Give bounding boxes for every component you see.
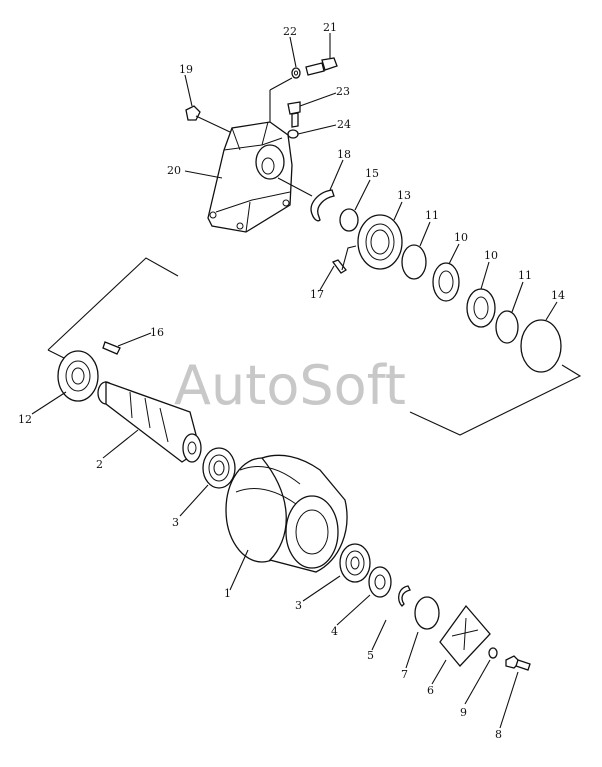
part-16-pin [102,341,121,355]
part-13-seal [357,214,403,270]
callout-10-a: 10 [454,231,468,244]
part-9-washer [488,647,498,659]
part-22-washer [291,67,301,79]
leader-bracket-washer [269,77,293,91]
callout-8: 8 [495,728,502,741]
callout-12: 12 [18,413,32,426]
callout-2: 2 [96,458,103,471]
callout-7: 7 [401,668,408,681]
callout-10-b: 10 [484,249,498,262]
part-21-bolt [305,57,338,76]
part-8-bolt [505,655,531,671]
callout-4: 4 [331,625,338,638]
part-24-washer [287,129,299,139]
callout-16: 16 [150,326,164,339]
part-11-o-ring-lower [495,310,519,344]
callout-13: 13 [397,189,411,202]
callout-17: 17 [310,288,324,301]
callout-6: 6 [427,684,434,697]
part-3-bearing-lower [339,543,371,583]
callout-19: 19 [179,63,193,76]
part-18-snap-ring [310,189,335,222]
part-20-bracket [207,121,293,233]
callout-11-lower: 11 [518,269,532,282]
callout-15: 15 [365,167,379,180]
part-19-bolt [185,105,231,133]
part-10-seal-a [432,262,460,302]
group-bracket-left [47,257,179,351]
part-17-pin [331,259,347,274]
leader-pin [341,245,357,271]
group-bracket-right [409,364,582,436]
part-23-bolt [287,101,301,128]
callout-20: 20 [167,164,181,177]
part-5-snap-ring [397,585,411,607]
callout-3-lower: 3 [295,599,302,612]
part-7-o-ring [414,596,440,630]
callout-14: 14 [551,289,565,302]
part-12-seal [57,350,99,402]
callout-23: 23 [336,85,350,98]
part-3-bearing-upper [202,447,236,489]
callout-5: 5 [367,649,374,662]
part-4-nut [368,566,392,598]
leader-snap-ring [277,177,313,197]
part-15-o-ring [339,208,359,232]
callout-labels: 19 22 21 23 24 20 18 15 13 11 10 10 11 1… [18,21,565,741]
part-2-shaft [97,381,202,463]
callout-22: 22 [283,25,297,38]
part-6-cover [439,604,491,667]
callout-9: 9 [460,706,467,719]
callout-11-upper: 11 [425,209,439,222]
callout-21: 21 [323,21,337,34]
callout-24: 24 [337,118,351,131]
part-11-o-ring-upper [401,244,427,280]
callout-1: 1 [224,587,231,600]
part-1-roller [225,454,348,573]
watermark: AutoSoft [174,354,406,417]
callout-18: 18 [337,148,351,161]
part-10-seal-b [466,288,496,328]
leader-lines [31,33,558,729]
part-14-o-ring [520,319,562,373]
callout-3-upper: 3 [172,516,179,529]
